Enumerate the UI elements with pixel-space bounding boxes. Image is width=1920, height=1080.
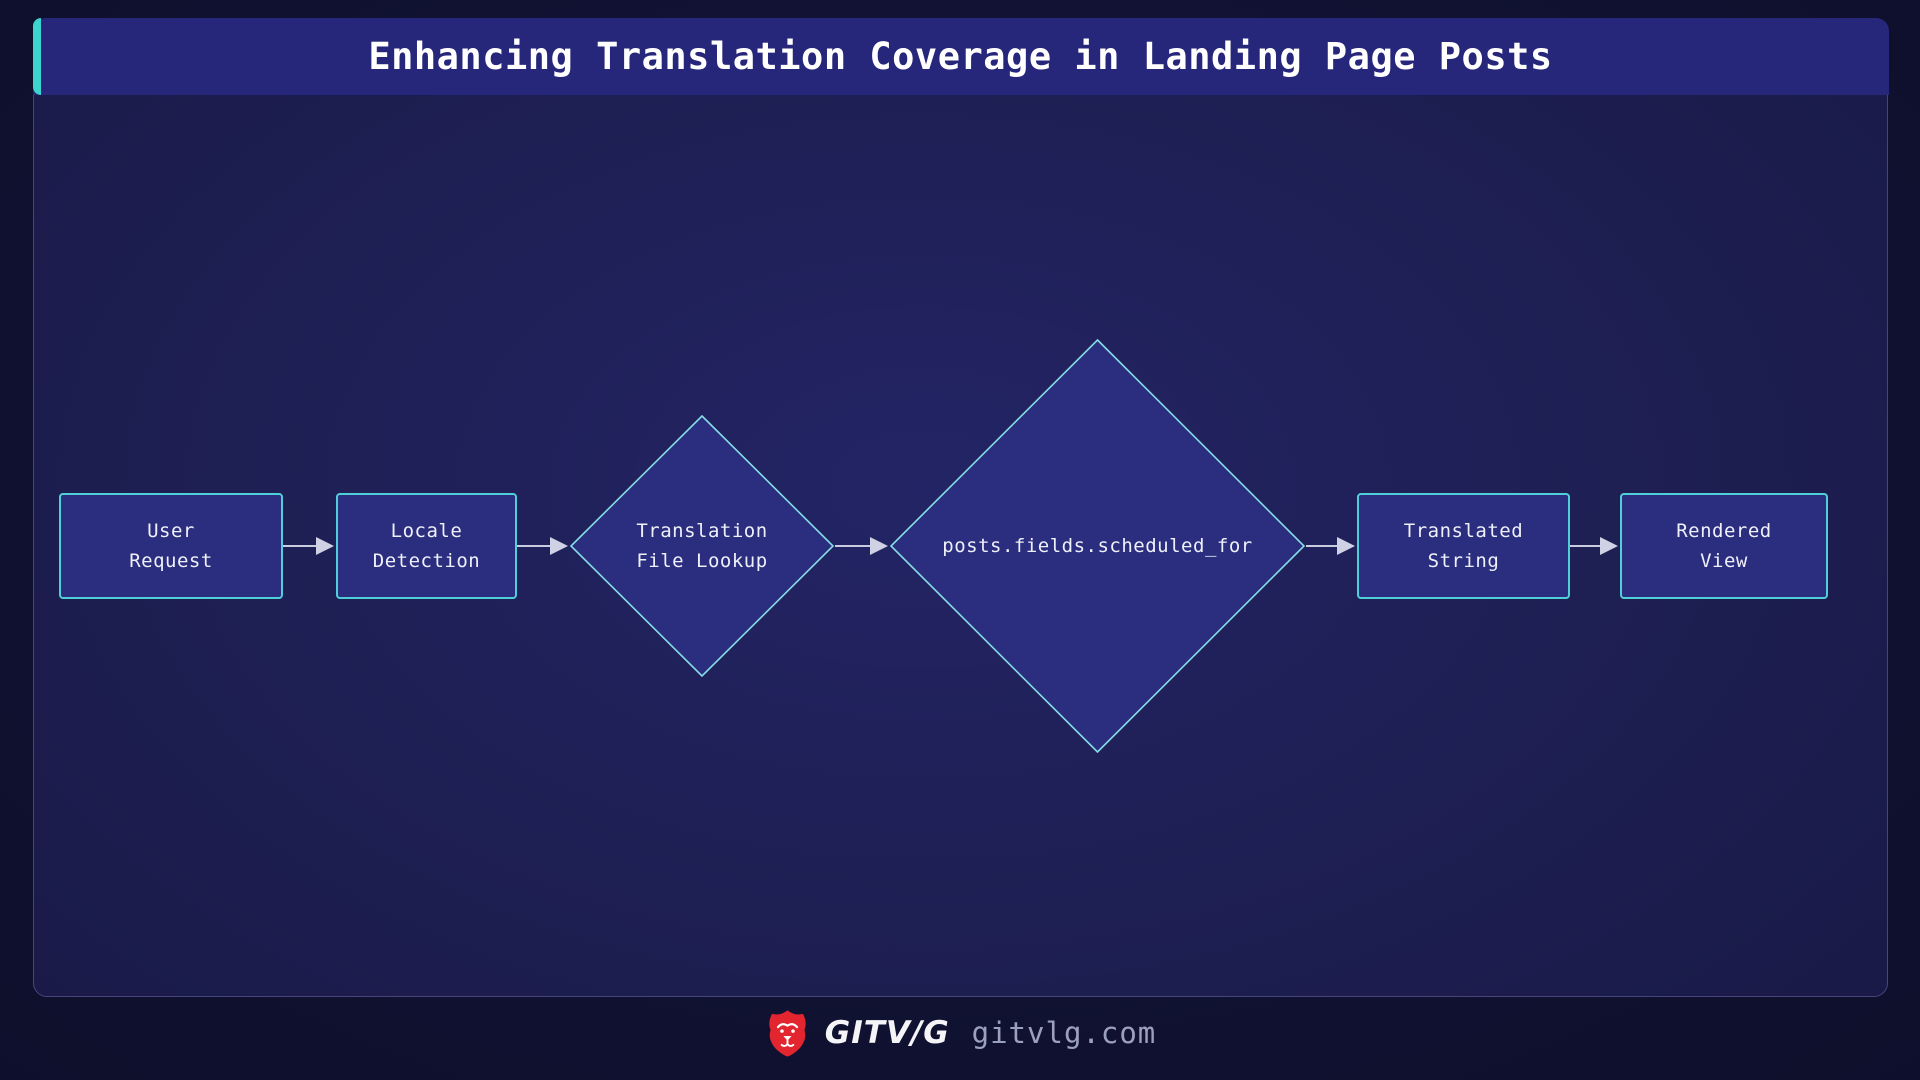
diagram-title: Enhancing Translation Coverage in Landin… [368, 34, 1553, 78]
node-label: Translated String [1403, 520, 1524, 572]
title-bar: Enhancing Translation Coverage in Landin… [32, 17, 1889, 95]
node-user-request: User Request [59, 493, 283, 599]
decision-diamond-shape [569, 414, 835, 678]
decision-diamond-shape [889, 338, 1306, 754]
node-translated-string: Translated String [1357, 493, 1570, 599]
node-label: posts.fields.scheduled_for [942, 535, 1253, 557]
node-label: Locale Detection [372, 520, 481, 572]
brand-domain: gitvlg.com [971, 1016, 1157, 1050]
lion-icon [769, 1010, 806, 1057]
brand-name: GITV/G [824, 1015, 950, 1051]
node-translation-file-lookup: Translation File Lookup [569, 414, 835, 678]
node-label: Rendered View [1676, 520, 1772, 572]
footer: GITV/G gitvlg.com [0, 1003, 1920, 1063]
flowchart-panel: Enhancing Translation Coverage in Landin… [32, 17, 1889, 997]
node-label: User Request [129, 520, 213, 572]
node-scheduled-for: posts.fields.scheduled_for [889, 338, 1306, 754]
node-rendered-view: Rendered View [1620, 493, 1828, 599]
titlebar-accent-bar [32, 17, 41, 95]
node-label: Translation File Lookup [636, 520, 768, 572]
flow-connectors [283, 537, 1618, 555]
flowchart: User Request Locale Detection Translatio… [34, 19, 1887, 996]
node-locale-detection: Locale Detection [336, 493, 517, 599]
